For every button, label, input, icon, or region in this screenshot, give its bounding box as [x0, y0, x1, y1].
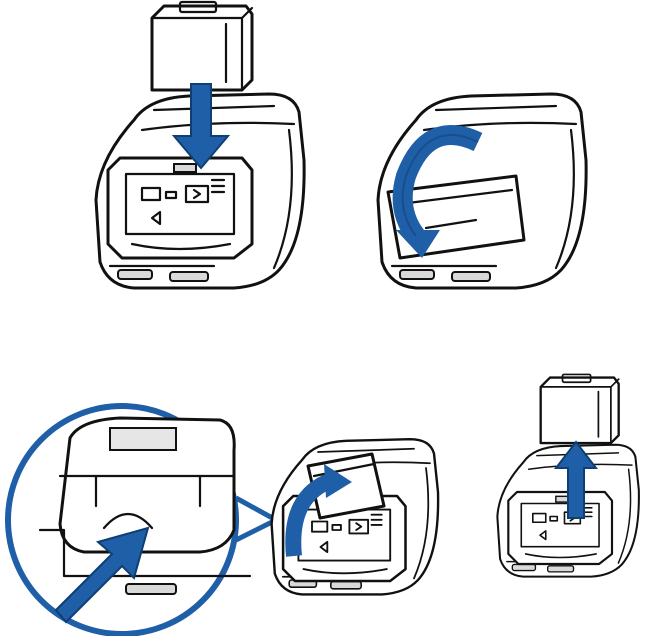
step-remove-battery	[496, 372, 646, 636]
step-insert-battery	[88, 0, 318, 300]
step-close-battery-cover	[366, 80, 596, 300]
terminal-lift-illustration	[268, 436, 448, 636]
terminal-close-illustration	[366, 80, 596, 300]
step-lift-battery-cover	[268, 436, 448, 636]
latch-detail-illustration	[0, 380, 300, 636]
step-release-latch-detail	[0, 380, 300, 636]
terminal-insert-illustration	[88, 0, 318, 300]
terminal-remove-illustration	[496, 372, 646, 636]
